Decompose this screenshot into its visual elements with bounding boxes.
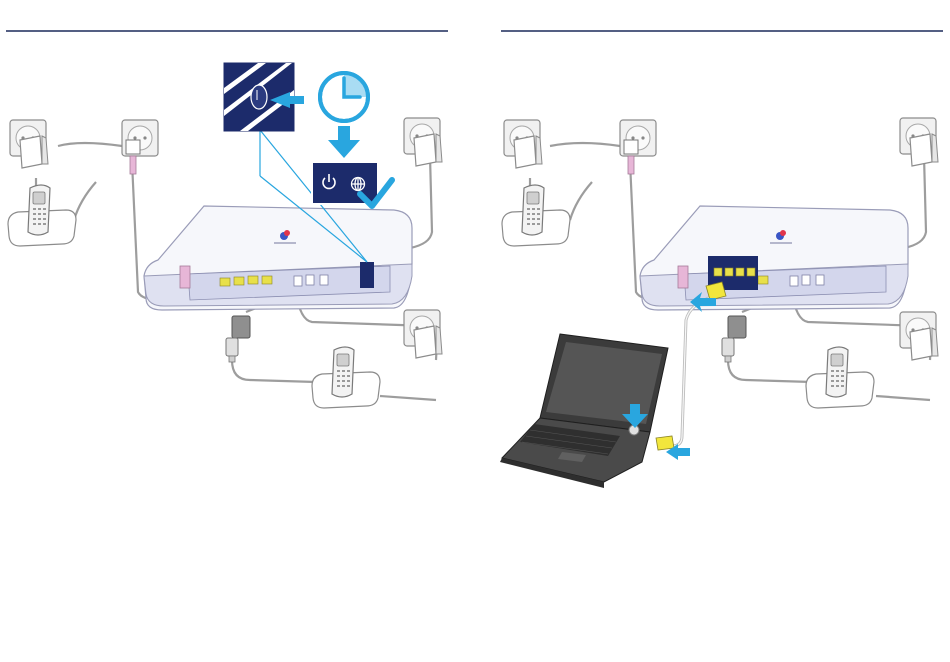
power-connector bbox=[226, 338, 238, 362]
phone-port-plug bbox=[180, 266, 190, 288]
down-arrow-icon bbox=[328, 126, 360, 158]
power-button-icon bbox=[251, 85, 267, 109]
clock-icon bbox=[320, 73, 368, 121]
power-plug-icon bbox=[514, 136, 542, 168]
phone-plug bbox=[624, 140, 638, 154]
power-plug-icon bbox=[20, 136, 48, 168]
laptop-icon bbox=[500, 334, 668, 488]
router-side-button bbox=[360, 262, 374, 288]
status-lights-panel bbox=[312, 162, 392, 206]
power-plug-icon bbox=[910, 134, 938, 166]
left-panel bbox=[8, 63, 442, 408]
power-adapter-icon bbox=[232, 316, 250, 338]
power-button-callout bbox=[224, 63, 304, 131]
phone-plug bbox=[126, 140, 140, 154]
dect-phone-icon bbox=[8, 185, 76, 246]
phone-cable-jack bbox=[130, 156, 136, 174]
power-connector bbox=[722, 338, 734, 362]
power-plug-icon bbox=[414, 326, 442, 358]
phone-cable-jack bbox=[628, 156, 634, 174]
router bbox=[640, 206, 908, 310]
dect-phone-icon bbox=[502, 185, 570, 246]
router bbox=[144, 206, 412, 310]
phone-port-plug bbox=[678, 266, 688, 288]
right-panel bbox=[500, 118, 938, 488]
dect-phone-icon bbox=[806, 347, 874, 408]
internet-globe-icon bbox=[352, 178, 365, 191]
dect-phone-icon bbox=[312, 347, 380, 408]
power-adapter-icon bbox=[728, 316, 746, 338]
power-plug-icon bbox=[414, 134, 442, 166]
power-plug-icon bbox=[910, 328, 938, 360]
